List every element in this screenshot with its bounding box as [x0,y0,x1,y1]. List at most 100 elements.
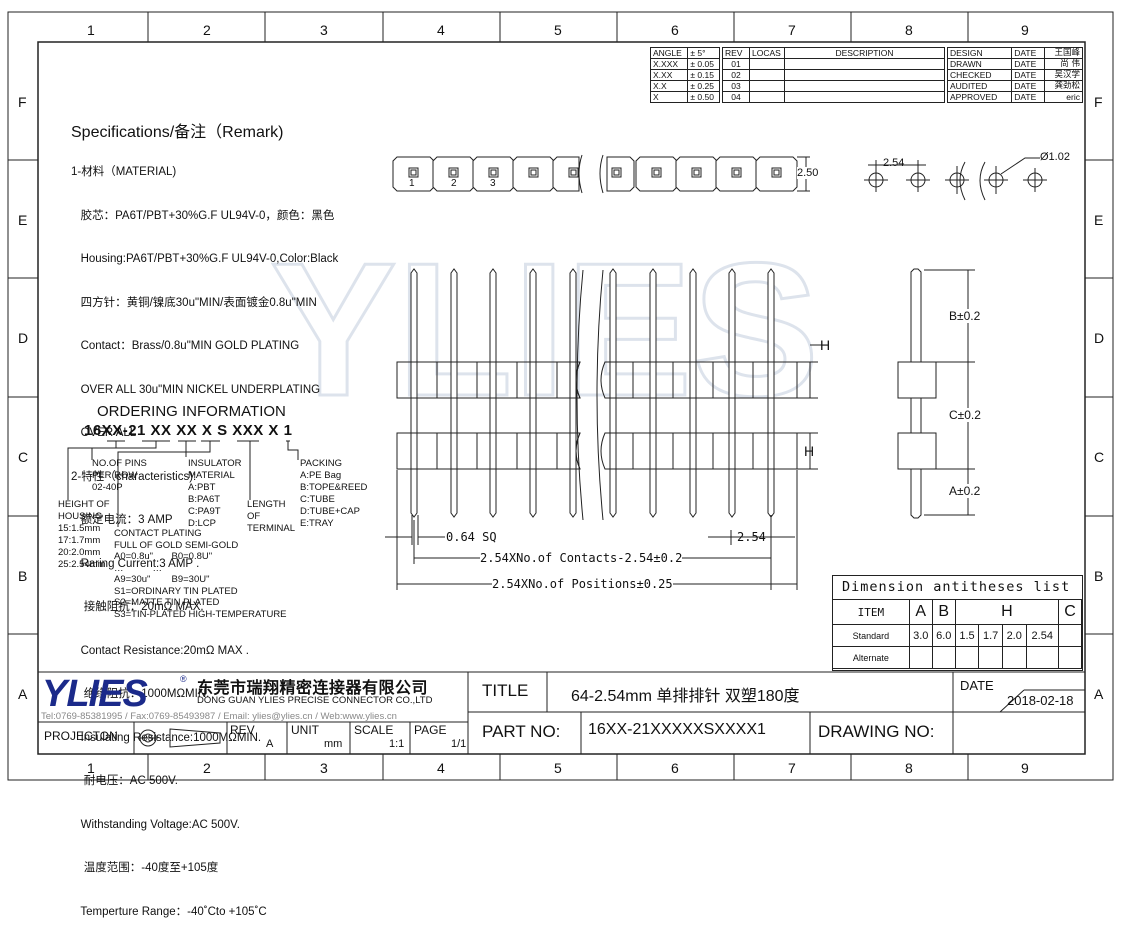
side-view-drawing [897,268,975,519]
approval-date: DATE [1011,91,1046,103]
approval-name: eric [1044,91,1083,103]
spec-line: 温度范围：-40度至+105度 [71,862,219,874]
rev-value: A [266,738,274,750]
dim-a-header: A [908,599,933,625]
unit-value: mm [324,738,343,750]
col-label-3b: 3 [320,760,328,776]
top-view-drawing [392,154,1047,201]
part-no-label: PART NO: [482,722,561,741]
dim-h-lower: H [804,443,815,459]
top-pin-7 [635,156,678,192]
spec-line: OVER ALL 30u"MIN NICKEL UNDERPLATING [71,383,321,396]
row-label-c: C [18,449,29,465]
top-pin-6 [606,156,635,192]
dim-pitch-254: 2.54 [737,530,766,544]
scale-label: SCALE [354,723,394,737]
col-label-1b: 1 [87,760,95,776]
scale-value: 1:1 [389,738,405,750]
company-name-cn: 东莞市瑞翔精密连接器有限公司 [197,680,429,697]
spec-line: 1-材料（MATERIAL) [71,166,177,178]
hole-dim-102: Ø1.02 [1040,151,1070,163]
col-label-8: 8 [905,22,913,38]
spec-line: Insulating Resistance:1000MΩMIN. [71,731,262,744]
insulator-material-label: INSULATOR MATERIAL A:PBT B:PA6T C:PA9T D… [188,458,242,529]
col-label-5b: 5 [554,760,562,776]
terminal-length-label: LENGTH OF TERMINAL [247,499,296,534]
dim-list-title: Dimension antitheses list [842,579,1071,595]
dim-contacts: 2.54XNo.of Contacts-2.54±0.2 [480,551,683,565]
contact-plating-label: CONTACT PLATING FULL OF GOLD SEMI-GOLD A… [114,528,287,620]
col-label-4: 4 [437,22,445,38]
dim-b: B±0.2 [949,309,981,323]
pitch-dim-254: 2.54 [883,157,905,169]
top-pin-9 [715,156,758,192]
page-label: PAGE [414,723,447,737]
spec-line: OVER ALL [71,427,137,439]
top-pin-4 [512,156,555,192]
row-label-d: D [18,330,29,346]
front-pin [649,268,657,518]
row-label-b-right: B [1094,568,1104,584]
col-label-7b: 7 [788,760,796,776]
unit-label: UNIT [291,723,319,737]
col-label-3: 3 [320,22,328,38]
col-label-6: 6 [671,22,679,38]
drawing-no-label: DRAWING NO: [818,722,935,741]
dim-h-upper: H [820,337,831,353]
row-label-b: B [18,568,28,584]
dim-item-header: ITEM [832,599,910,625]
dim-c-header: C [1058,599,1082,625]
page-value: 1/1 [451,738,467,750]
front-pin [450,268,458,518]
projection-label: PROJECTON [44,729,118,743]
approval-date: DATE [1011,69,1046,81]
spec-line: Withstanding Voltage:AC 500V. [71,818,240,831]
company-name-en: DONG GUAN YLIES PRECISE CONNECTOR CO.,LT… [197,695,433,706]
front-pin [410,268,418,518]
dim-positions: 2.54XNo.of Positions±0.25 [492,577,673,591]
row-label-d-right: D [1094,330,1105,346]
ordering-title: ORDERING INFORMATION [97,403,286,420]
tolerance-row: X.XX± 0.15 [649,69,720,81]
col-label-8b: 8 [905,760,913,776]
tolerance-table: ANGLE± 5° X.XXX± 0.05 X.XX± 0.15 X.X± 0.… [649,47,720,103]
dim-a: A±0.2 [949,484,981,498]
row-label-e-right: E [1094,212,1104,228]
date-value: 2018-02-18 [1007,693,1074,708]
ordering-code: 16XX-21 XX XX X S XXX X 1 [84,422,293,439]
col-label-9: 9 [1021,22,1029,38]
part-no-value: 16XX-21XXXXXSXXXX1 [588,721,766,738]
title-block-lines [38,671,1085,754]
tol-key: ANGLE [649,47,689,59]
front-view-drawing [385,268,826,590]
pin-number-3: 3 [490,178,496,189]
rev-label: REV [230,723,255,737]
row-label-a-right: A [1094,686,1104,702]
top-pin-3 [472,156,515,192]
col-label-1: 1 [87,22,95,38]
front-pin [529,268,537,518]
front-pin [569,268,577,518]
date-label: DATE [960,678,994,693]
spec-line: 接触阻抗：20mΩ MAX. [71,601,204,613]
row-label-e: E [18,212,28,228]
title-label: TITLE [482,681,529,700]
dim-064-sq: 0.64 SQ [446,530,497,544]
front-pin [728,268,736,518]
spec-line: Contact：Brass/0.8u"MIN GOLD PLATING [71,340,300,352]
spec-line: Contact Resistance:20mΩ MAX . [71,644,249,657]
height-dim-250: 2.50 [797,167,819,179]
top-pin-8 [675,156,718,192]
col-label-9b: 9 [1021,760,1029,776]
front-pin [689,268,697,518]
pin-number-1: 1 [409,178,415,189]
height-of-housing-label: HEIGHT OF HOUSING 15:1.5mm 17:1.7mm 20:2… [58,499,110,570]
title-value: 64-2.54mm 单排排针 双塑180度 [571,688,800,705]
packing-label: PACKING A:PE Bag B:TOPE&REED C:TUBE D:TU… [300,458,368,529]
dim-c: C±0.2 [949,408,981,422]
front-pin [767,268,775,518]
col-label-4b: 4 [437,760,445,776]
row-label-f: F [18,94,27,110]
spec-title: Specifications/备注（Remark) [71,124,284,141]
